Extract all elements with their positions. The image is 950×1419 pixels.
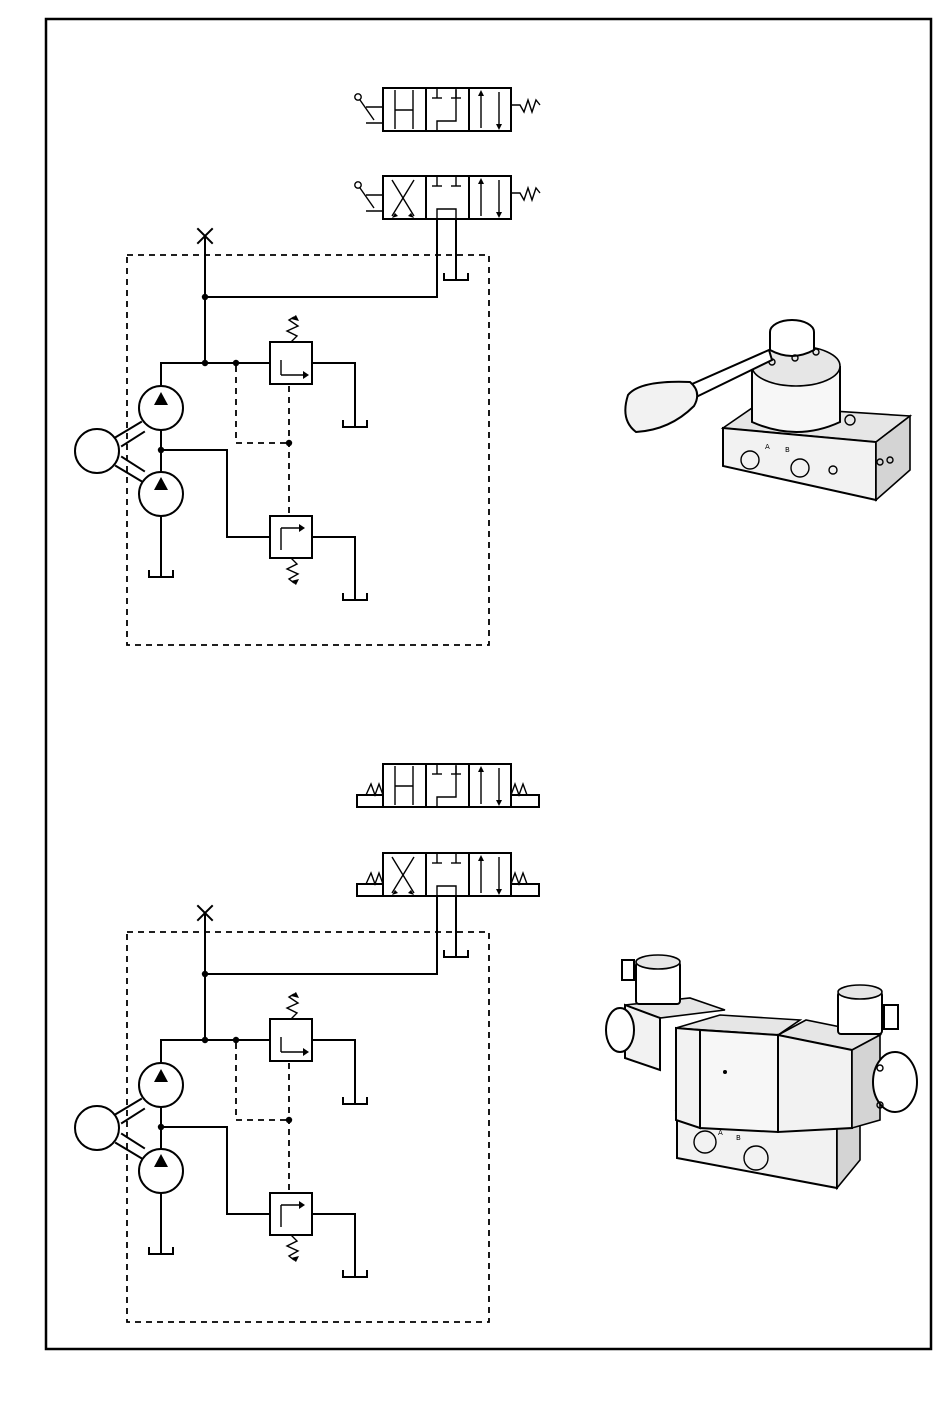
bottom-hydraulic-circuit [75,897,489,1322]
bottom-valve-open-center [357,764,539,807]
solenoid-symbol-4 [511,884,539,896]
solenoid-symbol-2 [511,795,539,807]
top-valve-tandem [355,176,540,219]
port-a-label: A [765,443,770,451]
port-a-label-2: A [718,1129,723,1137]
spring-symbol-1 [511,100,540,112]
port-b-label: B [785,446,790,454]
bottom-valve-tandem [357,853,539,896]
top-valve-open-center [355,88,540,131]
solenoid-symbol-3 [357,884,383,896]
solenoid-symbol-1 [357,795,383,807]
port-b-label-2: B [736,1134,741,1142]
manual-lever-symbol-2 [355,182,383,211]
manual-lever-symbol-1 [355,94,383,123]
top-hydraulic-circuit [75,220,489,645]
manual-valve-illustration: A B [625,320,910,500]
spring-symbol-2 [511,188,540,200]
solenoid-valve-illustration: A B [606,955,917,1188]
